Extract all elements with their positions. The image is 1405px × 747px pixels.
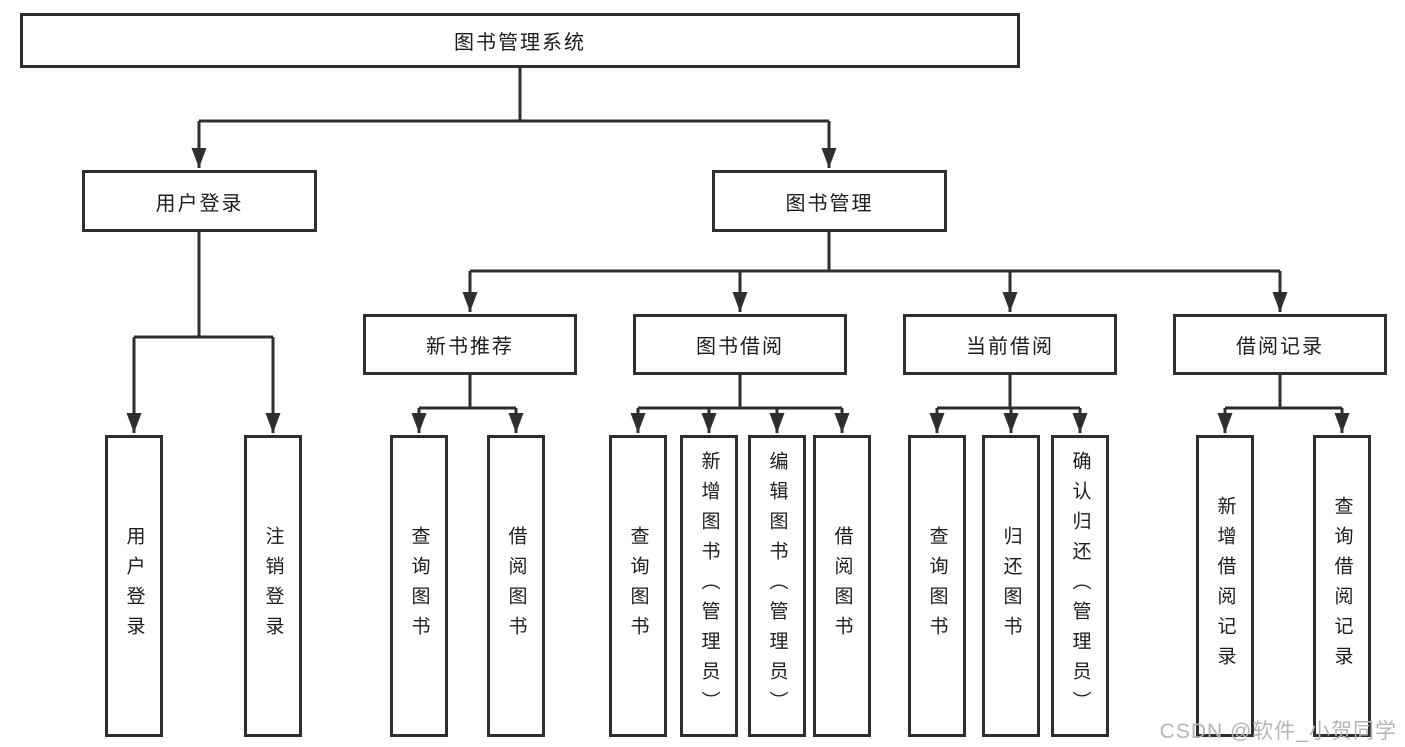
node-leaf-confirm-return-admin: 确认归还（管理员）: [1051, 435, 1109, 737]
node-leaf-return-book: 归还图书: [982, 435, 1040, 737]
node-label: 查询图书: [627, 526, 649, 646]
node-label: 查询图书: [926, 526, 948, 646]
node-label: 图书管理: [785, 192, 874, 215]
node-label: 查询借阅记录: [1331, 496, 1353, 676]
node-leaf-query-books-recommend: 查询图书: [390, 435, 448, 737]
connector-current-to-leaves: [929, 375, 1088, 433]
connector-root-to-level2: [191, 68, 837, 168]
node-label: 借阅记录: [1236, 336, 1324, 358]
node-leaf-borrow-books-recommend: 借阅图书: [487, 435, 545, 737]
node-leaf-add-borrow-record: 新增借阅记录: [1196, 435, 1254, 737]
node-label: 图书管理系统: [454, 32, 586, 54]
csdn-watermark: CSDN @软件_小贺同学: [1159, 720, 1397, 743]
node-book-management-branch: 图书管理: [712, 170, 947, 232]
node-leaf-query-books-current: 查询图书: [908, 435, 966, 737]
node-label: 注销登录: [262, 526, 284, 646]
connector-records-to-leaves: [1217, 375, 1350, 433]
node-label: 归还图书: [1000, 526, 1022, 646]
node-label: 借阅图书: [831, 526, 853, 646]
node-label: 确认归还（管理员）: [1069, 451, 1091, 721]
node-label: 新增借阅记录: [1214, 496, 1236, 676]
node-leaf-add-book-admin: 新增图书（管理员）: [680, 435, 738, 737]
node-label: 用户登录: [123, 526, 145, 646]
node-root-library-system: 图书管理系统: [20, 13, 1020, 68]
node-label: 图书借阅: [696, 336, 784, 358]
node-leaf-user-login: 用户登录: [105, 435, 163, 737]
node-new-book-recommend: 新书推荐: [363, 314, 577, 375]
node-label: 当前借阅: [966, 336, 1054, 358]
node-current-borrowing: 当前借阅: [903, 314, 1117, 375]
node-label: 编辑图书（管理员）: [766, 451, 788, 721]
node-book-borrowing: 图书借阅: [633, 314, 847, 375]
node-leaf-edit-book-admin: 编辑图书（管理员）: [748, 435, 806, 737]
node-label: 用户登录: [155, 192, 244, 215]
node-leaf-query-borrow-record: 查询借阅记录: [1313, 435, 1371, 737]
node-leaf-query-books-borrowing: 查询图书: [609, 435, 667, 737]
node-borrowing-records: 借阅记录: [1173, 314, 1387, 375]
node-leaf-borrow-books-borrowing: 借阅图书: [813, 435, 871, 737]
node-label: 查询图书: [408, 526, 430, 646]
node-label: 新增图书（管理员）: [698, 451, 720, 721]
connector-newbooks-to-leaves: [411, 375, 524, 433]
node-label: 借阅图书: [505, 526, 527, 646]
node-label: 新书推荐: [426, 336, 514, 358]
connector-borrowing-to-leaves: [630, 375, 850, 433]
connector-userlogin-to-leaves: [126, 232, 281, 433]
node-leaf-logout: 注销登录: [244, 435, 302, 737]
node-user-login-branch: 用户登录: [82, 170, 317, 232]
connector-bookmgmt-to-level3: [462, 232, 1288, 312]
